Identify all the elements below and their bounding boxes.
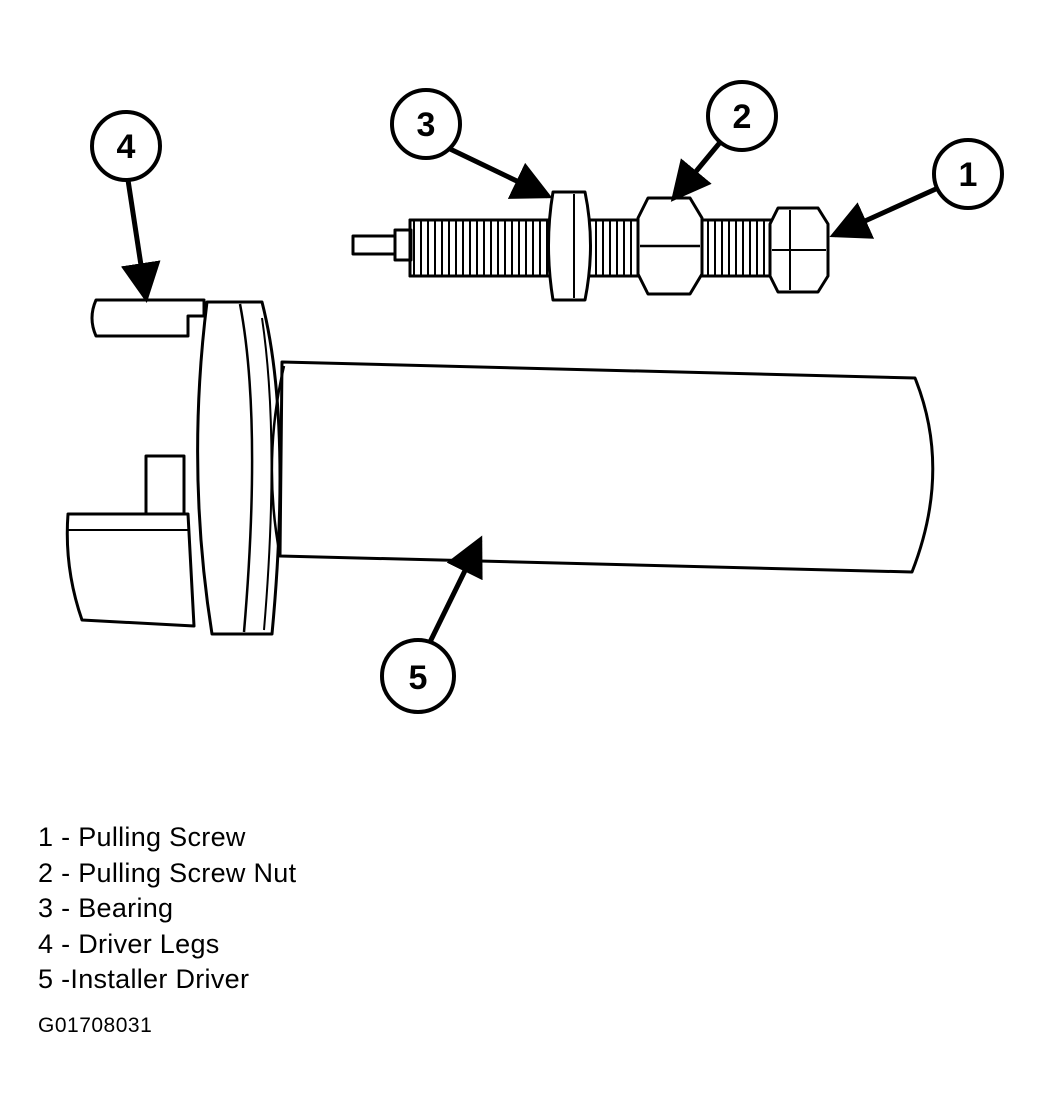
callout-arrows [120,138,940,644]
callout-3-arrow [446,145,553,199]
legend-item-5: 5 -Installer Driver [38,964,250,994]
callout-5-arrow [427,535,483,644]
callout-4-label: 4 [117,128,136,166]
callout-2: 2 [706,80,778,152]
pulling-screw-assembly [351,190,830,302]
callout-2-arrow [670,138,724,202]
callout-1: 1 [932,138,1004,210]
legend: 1 - Pulling Screw 2 - Pulling Screw Nut … [38,820,296,998]
tool-illustration: 1 2 3 4 5 [65,80,1004,714]
lower-driver-leg [65,512,196,628]
callout-5-label: 5 [409,659,428,697]
callout-1-arrow [829,185,940,239]
figure-code: G01708031 [38,1014,153,1037]
callout-3: 3 [390,88,462,160]
legend-item-4: 4 - Driver Legs [38,928,220,959]
callout-3-label: 3 [417,106,436,144]
installer-driver [65,298,935,636]
legend-item-1: 1 - Pulling Screw [38,822,246,852]
callout-4-arrow [120,179,161,303]
legend-item-2: 2 - Pulling Screw Nut [38,857,297,888]
callout-4: 4 [90,110,162,182]
callout-5: 5 [380,638,456,714]
callout-1-label: 1 [959,156,978,194]
callout-2-label: 2 [733,98,752,136]
upper-driver-leg [90,298,206,338]
bearing [547,190,592,302]
legend-item-3: 3 - Bearing [38,893,174,923]
